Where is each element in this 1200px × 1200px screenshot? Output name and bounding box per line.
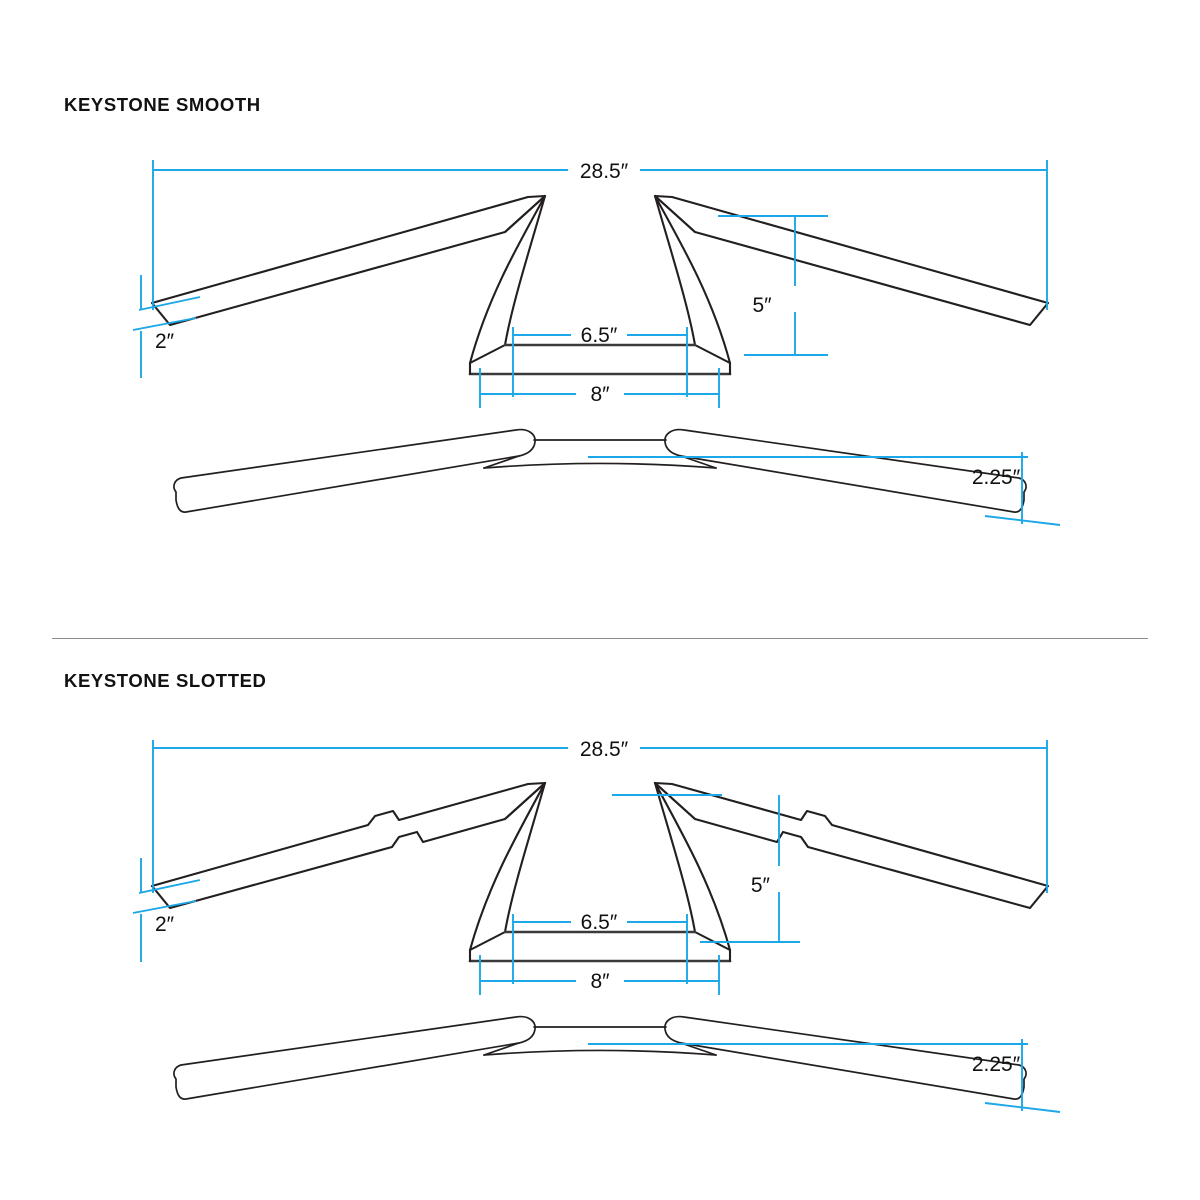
dim-overall-width-smooth: 28.5″ bbox=[152, 160, 1048, 310]
dim-end-rise-smooth: 2″ bbox=[132, 275, 201, 378]
dim-label-pullback-smooth: 2.25″ bbox=[972, 466, 1021, 489]
left-arm-smooth bbox=[150, 194, 547, 327]
dim-label-pullback-slotted: 2.25″ bbox=[972, 1053, 1021, 1076]
dim-label-base-width-slotted: 8″ bbox=[590, 970, 610, 993]
dim-label-center-rise-smooth: 5″ bbox=[752, 294, 772, 317]
dim-label-end-rise-smooth: 2″ bbox=[155, 330, 175, 353]
left-riser-smooth bbox=[468, 194, 547, 365]
dim-end-rise-slotted: 2″ bbox=[132, 858, 201, 962]
right-grip-top-slotted bbox=[664, 1015, 1027, 1100]
smooth-top-view: 2.25″ bbox=[173, 428, 1061, 526]
dim-inner-width-smooth: 6.5″ bbox=[512, 324, 688, 397]
center-bar-top-slotted bbox=[483, 1026, 717, 1056]
dim-inner-width-slotted: 6.5″ bbox=[512, 911, 688, 984]
center-clamp-smooth bbox=[468, 343, 732, 376]
smooth-front-view: 28.5″ 2″ 5″ bbox=[132, 160, 1050, 408]
dim-center-rise-slotted: 5″ bbox=[612, 794, 800, 943]
right-grip-top-smooth bbox=[664, 428, 1027, 513]
dim-label-inner-width-slotted: 6.5″ bbox=[581, 911, 618, 934]
dim-label-overall-width-slotted: 28.5″ bbox=[580, 738, 629, 761]
dim-label-center-rise-slotted: 5″ bbox=[751, 874, 771, 897]
left-arm-slotted bbox=[150, 781, 547, 910]
right-riser-smooth bbox=[653, 194, 732, 365]
dim-base-width-smooth: 8″ bbox=[479, 368, 720, 408]
slotted-top-view: 2.25″ bbox=[173, 1015, 1061, 1113]
dim-center-rise-smooth: 5″ bbox=[718, 215, 828, 356]
dim-pullback-smooth: 2.25″ bbox=[588, 452, 1061, 526]
dim-pullback-slotted: 2.25″ bbox=[588, 1039, 1061, 1113]
right-riser-slotted bbox=[653, 781, 732, 952]
left-grip-top-slotted bbox=[173, 1015, 536, 1100]
right-arm-slotted bbox=[653, 781, 1050, 910]
slotted-front-view: 28.5″ 2″ 5″ bbox=[132, 738, 1050, 995]
section-title-slotted: KEYSTONE SLOTTED bbox=[64, 670, 267, 691]
dim-label-end-rise-slotted: 2″ bbox=[155, 913, 175, 936]
section-title-smooth: KEYSTONE SMOOTH bbox=[64, 94, 261, 115]
dim-overall-width-slotted: 28.5″ bbox=[152, 738, 1048, 893]
left-riser-slotted bbox=[468, 781, 547, 952]
right-arm-smooth bbox=[653, 194, 1050, 327]
section-divider bbox=[52, 638, 1148, 639]
center-clamp-slotted bbox=[468, 930, 732, 963]
center-bar-top-smooth bbox=[483, 439, 717, 469]
dim-label-base-width-smooth: 8″ bbox=[590, 383, 610, 406]
dim-label-inner-width-smooth: 6.5″ bbox=[581, 324, 618, 347]
dim-label-overall-width-smooth: 28.5″ bbox=[580, 160, 629, 183]
dim-base-width-slotted: 8″ bbox=[479, 955, 720, 995]
left-grip-top-smooth bbox=[173, 428, 536, 513]
